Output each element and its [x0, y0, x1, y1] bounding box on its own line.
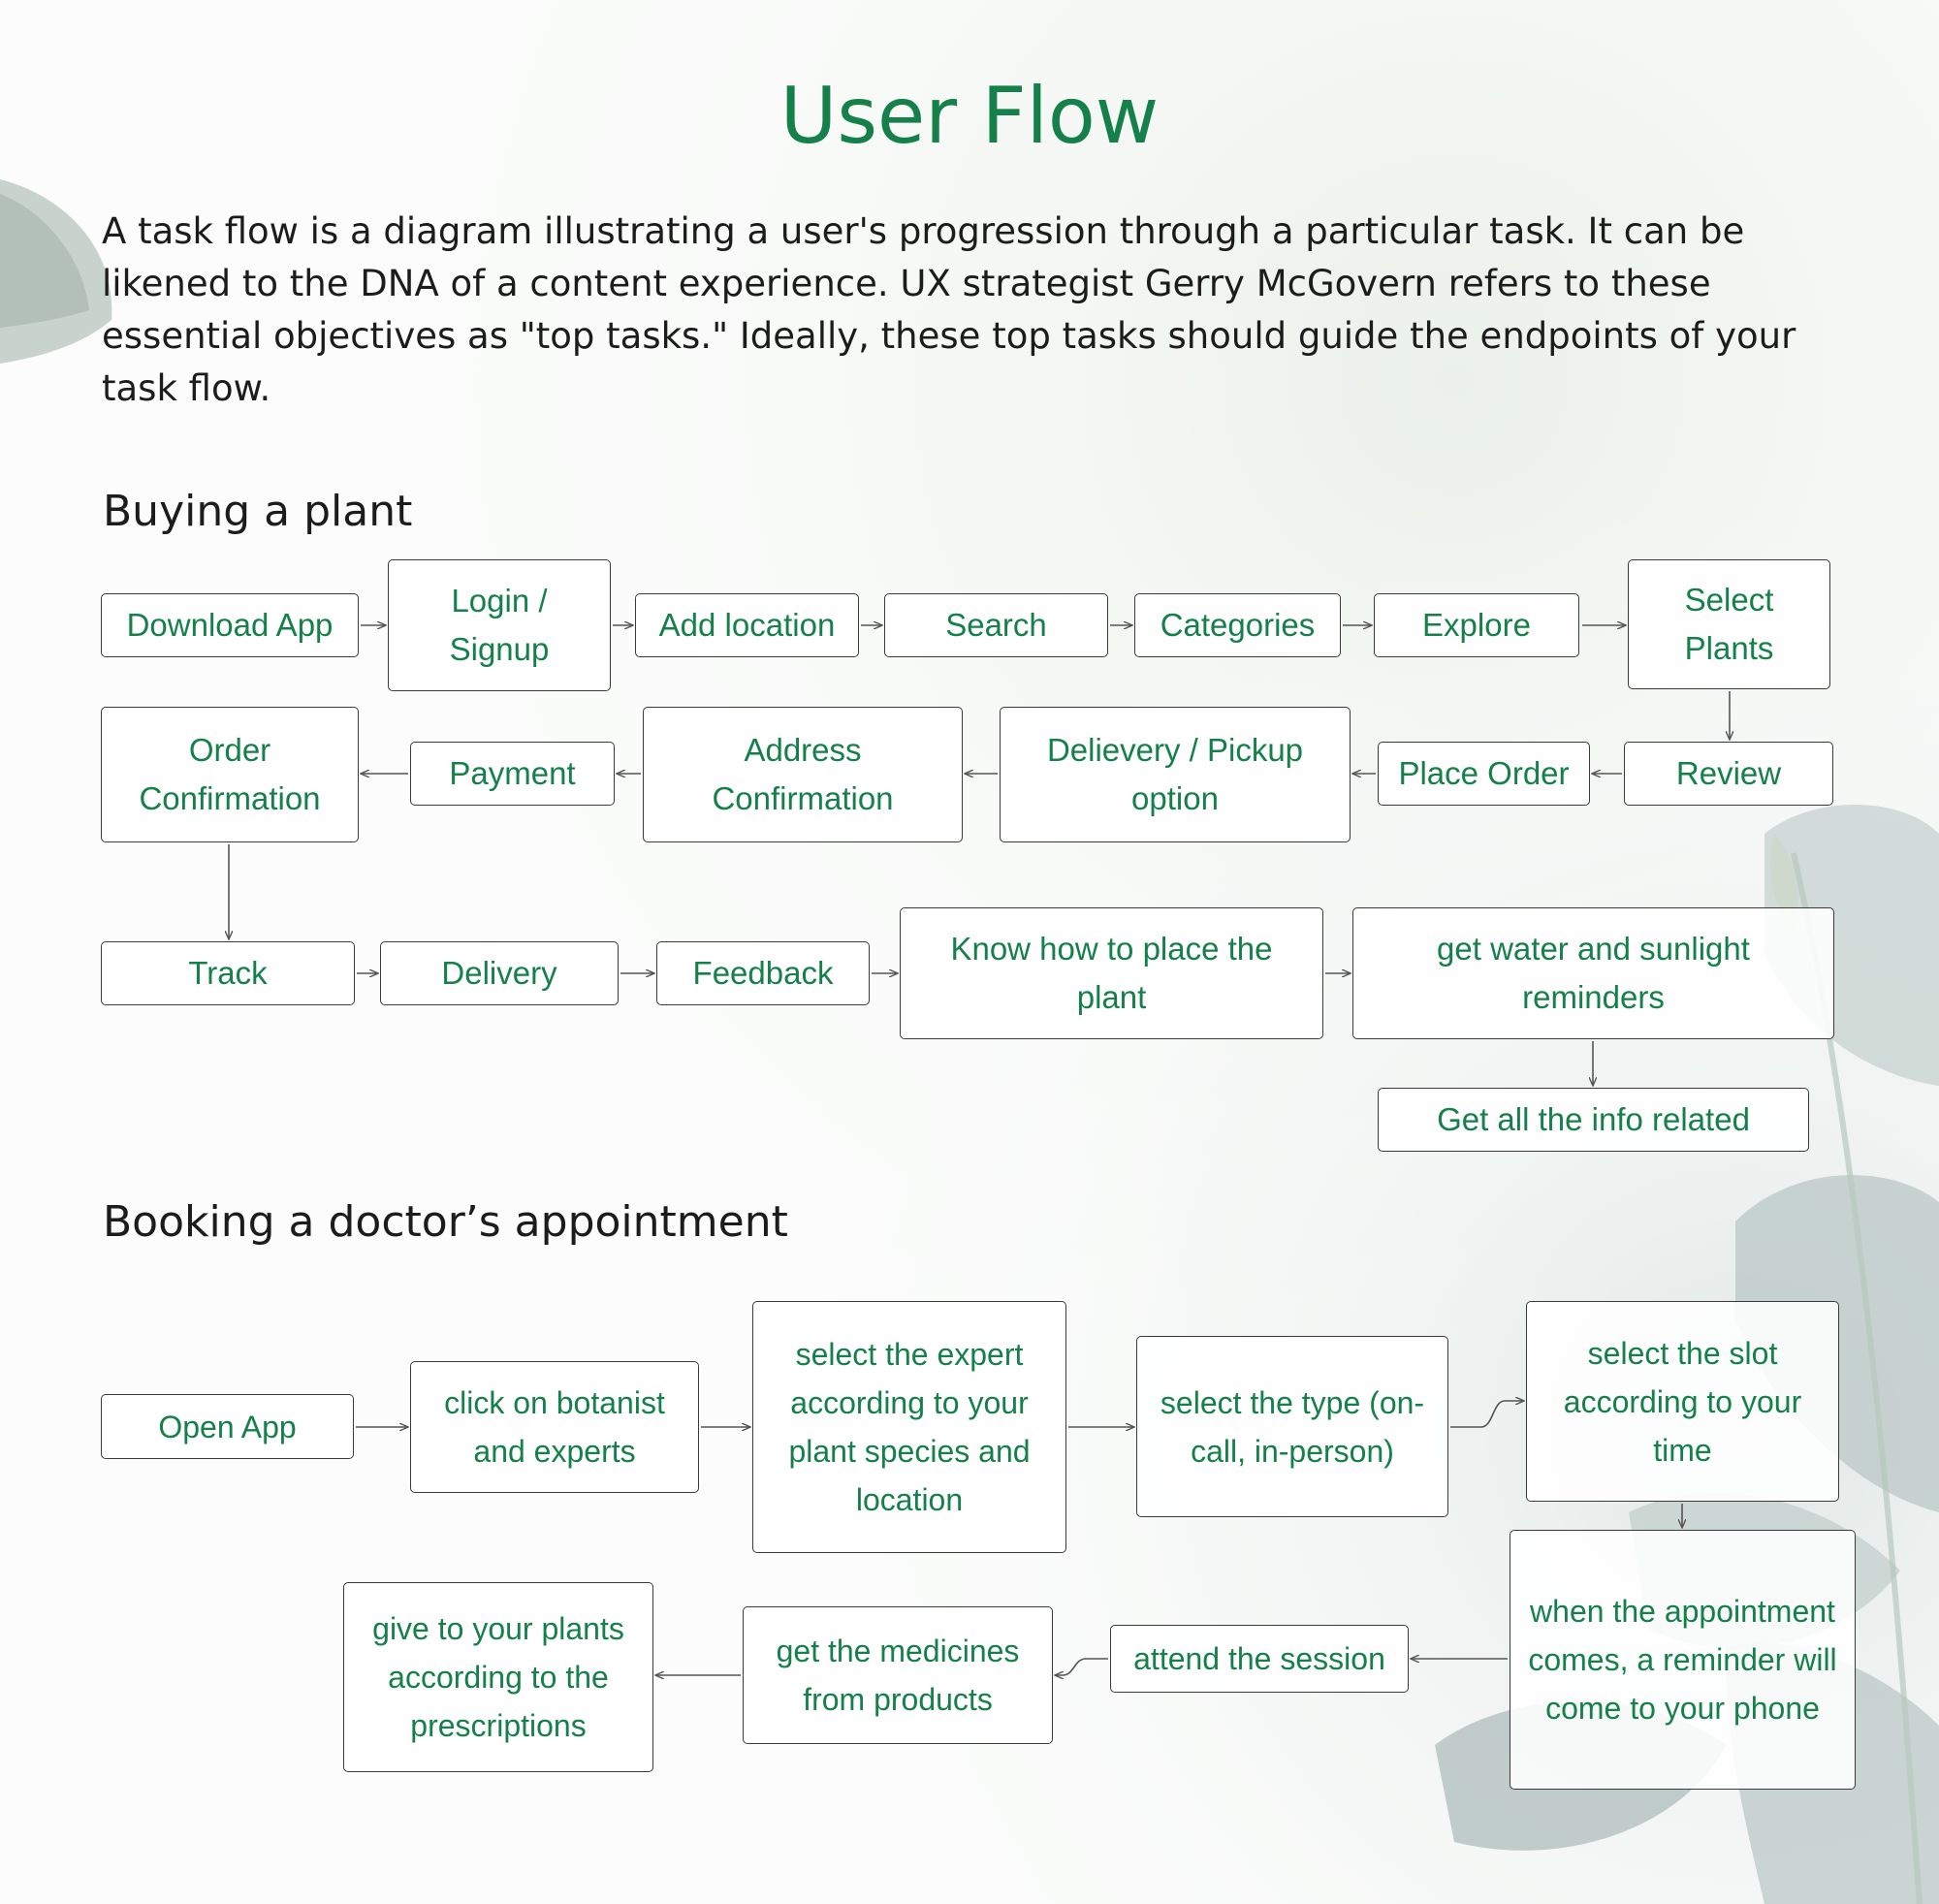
node-get-medicines: get the medicines from products	[743, 1606, 1053, 1744]
arrow-attend-to-medicines	[1055, 1658, 1108, 1675]
arrow-select-type-to-select-slot	[1450, 1401, 1524, 1428]
intro-paragraph: A task flow is a diagram illustrating a …	[102, 210, 1796, 409]
section-title-buying-plant: Buying a plant	[103, 487, 413, 536]
node-track: Track	[101, 941, 355, 1005]
node-explore: Explore	[1374, 593, 1579, 657]
section-title-booking-appointment: Booking a doctor’s appointment	[103, 1197, 788, 1247]
node-address-confirmation: Address Confirmation	[643, 707, 963, 842]
node-feedback: Feedback	[656, 941, 870, 1005]
node-select-plants: Select Plants	[1628, 559, 1830, 689]
node-select-expert: select the expert according to your plan…	[752, 1301, 1066, 1553]
node-review: Review	[1624, 742, 1833, 806]
node-download-app: Download App	[101, 593, 359, 657]
node-give-to-plants: give to your plants according to the pre…	[343, 1582, 653, 1772]
node-know-how-to-place-plant: Know how to place the plant	[900, 907, 1323, 1039]
node-water-sunlight-reminders: get water and sunlight reminders	[1352, 907, 1834, 1039]
node-select-type: select the type (on-call, in-person)	[1136, 1336, 1448, 1517]
node-delivery: Delivery	[380, 941, 619, 1005]
node-payment: Payment	[410, 742, 615, 806]
node-open-app: Open App	[101, 1394, 354, 1459]
leaf-top-left	[0, 179, 112, 364]
node-attend-session: attend the session	[1110, 1625, 1409, 1693]
node-select-slot: select the slot according to your time	[1526, 1301, 1839, 1502]
node-click-botanist-experts: click on botanist and experts	[410, 1361, 699, 1493]
node-info-related: Get all the info related	[1378, 1088, 1809, 1152]
node-categories: Categories	[1134, 593, 1341, 657]
node-add-location: Add location	[635, 593, 859, 657]
node-search: Search	[884, 593, 1108, 657]
node-place-order: Place Order	[1378, 742, 1590, 806]
page-title: User Flow	[779, 71, 1160, 161]
node-reminder-phone: when the appointment comes, a reminder w…	[1510, 1530, 1856, 1790]
node-delivery-pickup-option: Delievery / Pickup option	[1000, 707, 1351, 842]
leaf-top-left-shade	[0, 194, 89, 328]
node-login-signup: Login / Signup	[388, 559, 611, 691]
node-order-confirmation: Order Confirmation	[101, 707, 359, 842]
